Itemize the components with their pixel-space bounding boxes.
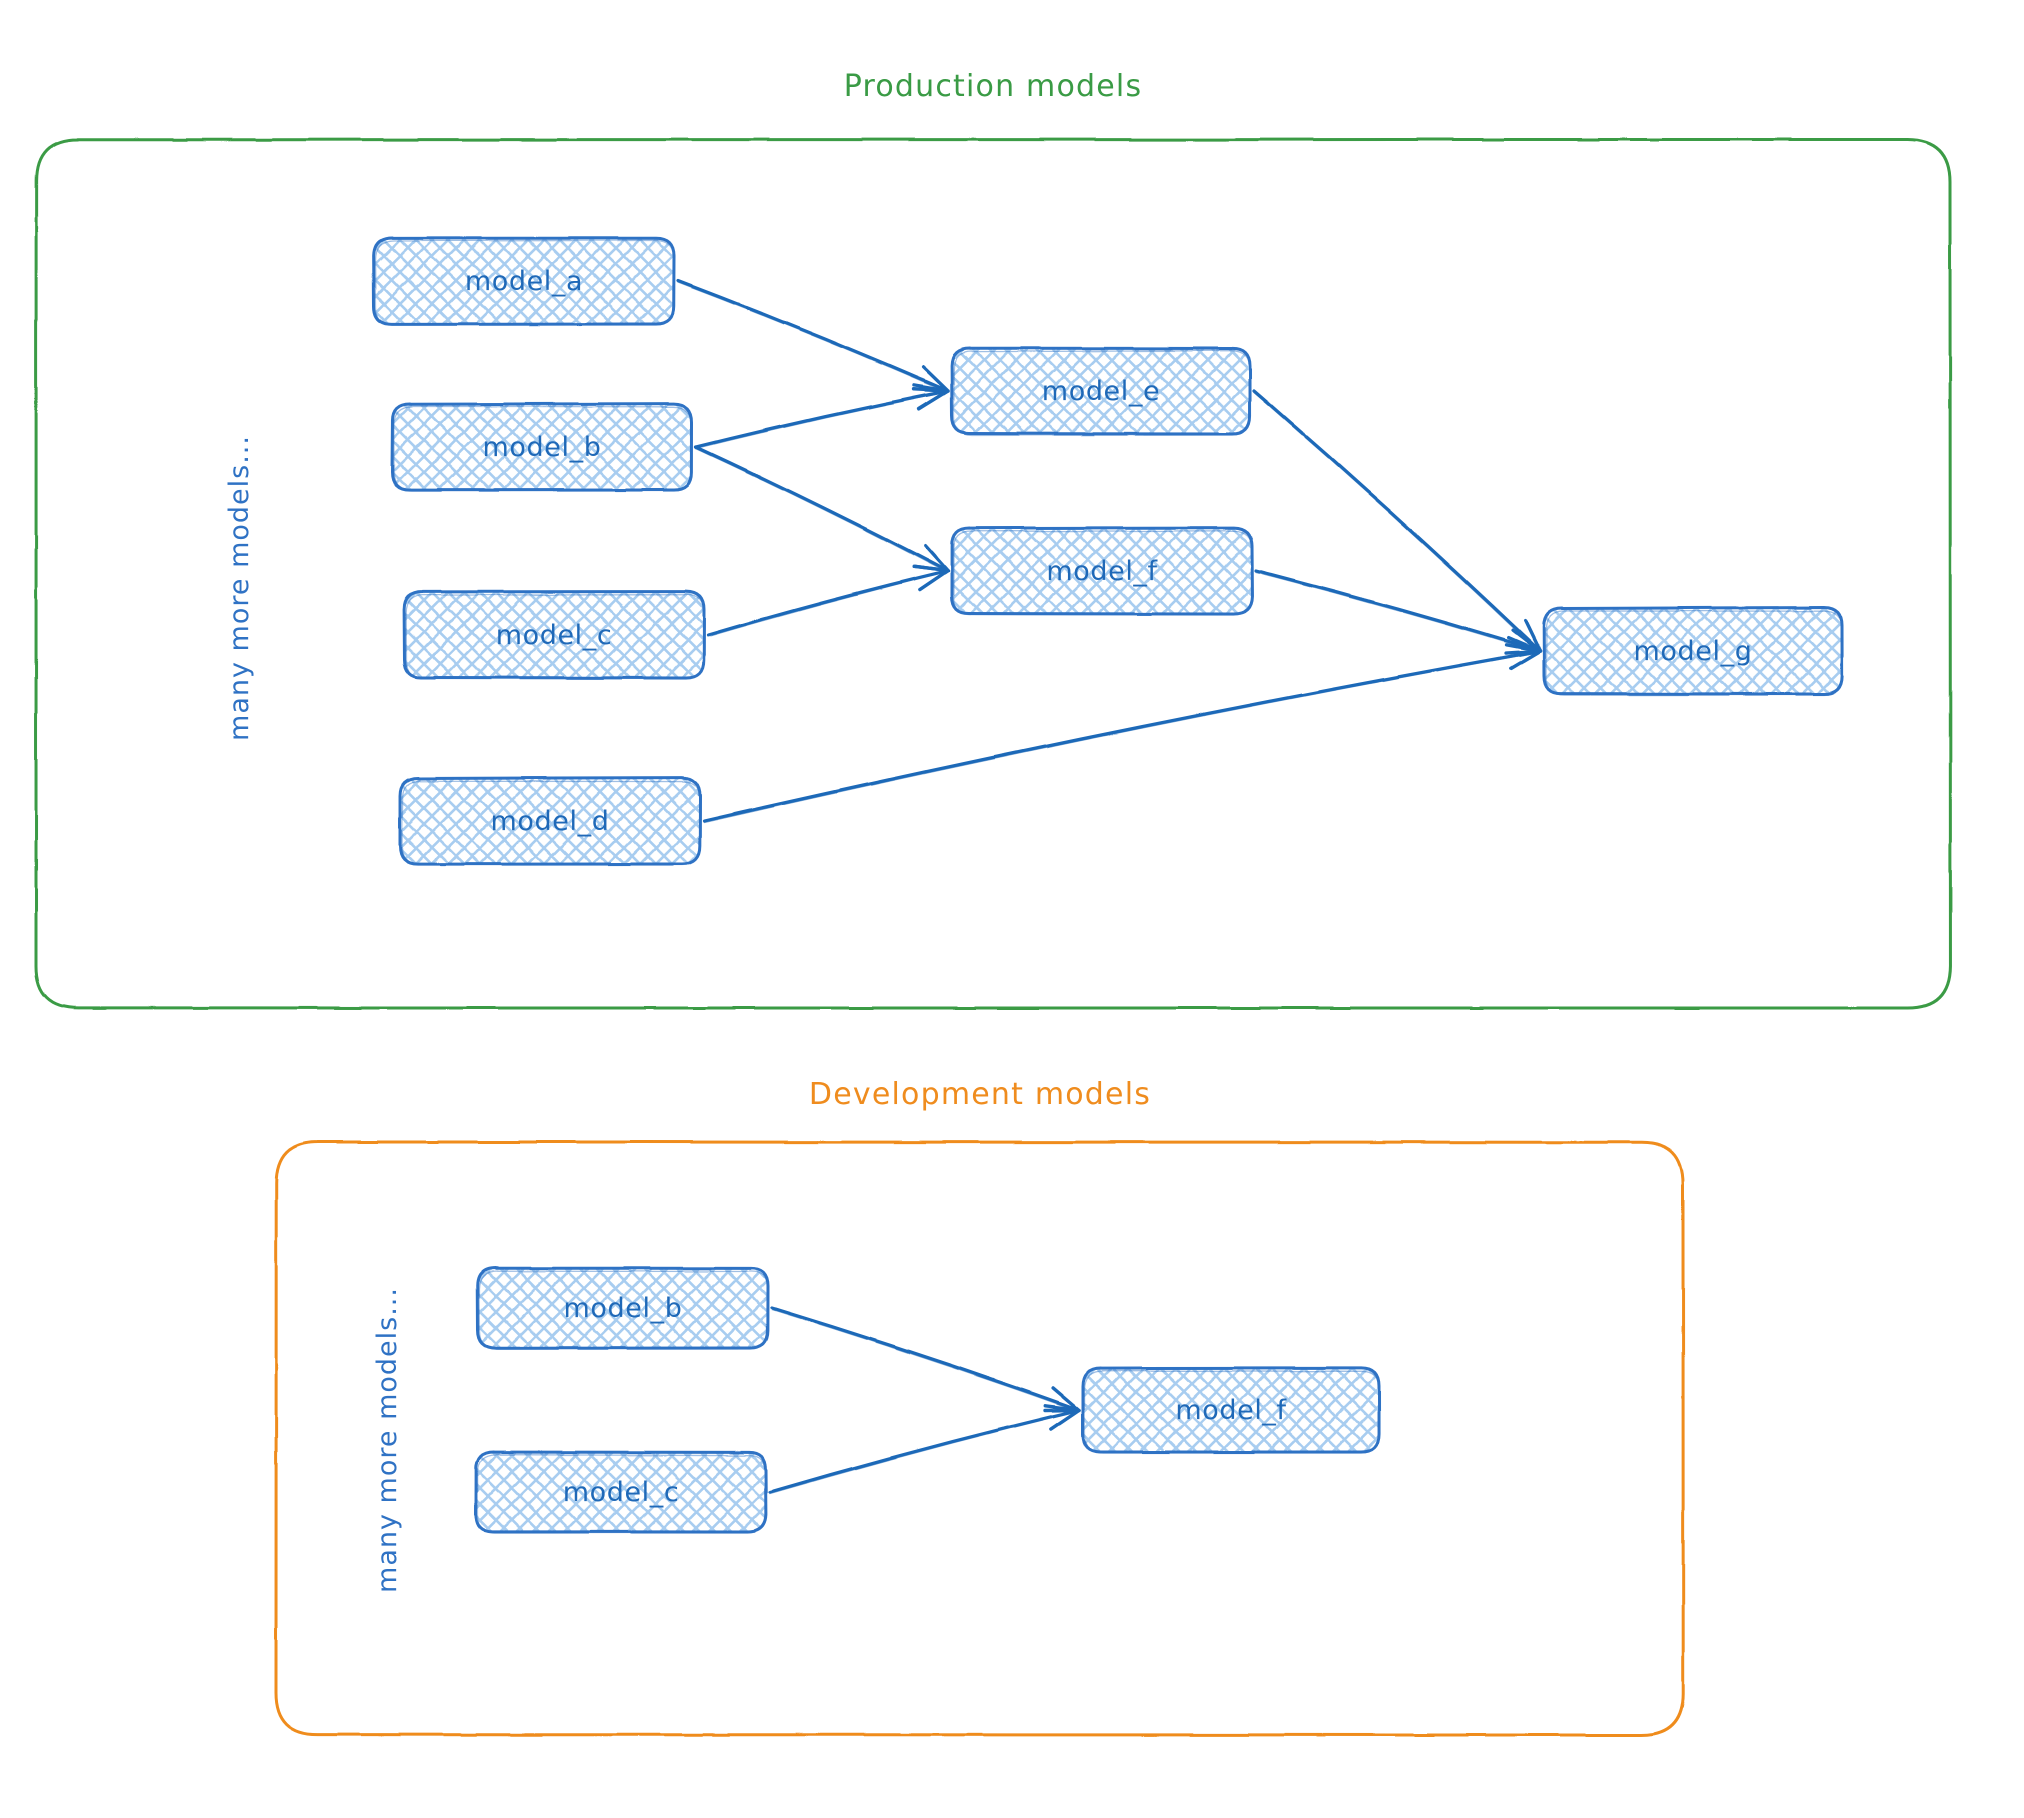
node-label-dev_model_f: model_f — [1175, 1395, 1287, 1426]
edge-layer-development — [770, 1308, 1079, 1494]
group-frame-development — [276, 1142, 1683, 1735]
node-label-model_d: model_d — [491, 806, 610, 837]
edge-line-shadow — [696, 392, 947, 448]
node-model_e[interactable]: model_e — [952, 348, 1251, 435]
node-label-model_a: model_a — [465, 266, 583, 297]
group-title-development: Development models — [809, 1077, 1151, 1112]
edge-line-shadow — [708, 572, 947, 636]
edge-line-shadow — [696, 449, 947, 573]
node-label-model_g: model_g — [1634, 636, 1753, 667]
group-production: Production models many more models... mode… — [36, 69, 1950, 1008]
edge-line-shadow — [1254, 393, 1539, 653]
side-note-production: many more models... — [224, 435, 255, 741]
group-development: Development models many more models... mod… — [276, 1077, 1683, 1735]
node-label-dev_model_b: model_b — [564, 1293, 683, 1324]
node-dev_model_b[interactable]: model_b — [478, 1268, 769, 1349]
edge-line — [704, 651, 1540, 821]
node-model_c[interactable]: model_c — [404, 592, 704, 679]
node-label-model_f: model_f — [1046, 556, 1158, 587]
node-label-model_b: model_b — [483, 432, 602, 463]
node-dev_model_f[interactable]: model_f — [1083, 1368, 1380, 1453]
group-title-production: Production models — [844, 69, 1143, 104]
side-note-development: many more models... — [372, 1287, 403, 1593]
node-model_f[interactable]: model_f — [952, 528, 1252, 615]
node-dev_model_c[interactable]: model_c — [476, 1452, 766, 1533]
edge-line-shadow — [770, 1411, 1078, 1493]
node-model_b[interactable]: model_b — [392, 404, 692, 491]
node-label-dev_model_c: model_c — [563, 1477, 680, 1508]
edge-line-shadow — [678, 283, 947, 393]
node-label-model_c: model_c — [496, 620, 613, 651]
edge-line-shadow — [772, 1310, 1078, 1412]
node-model_a[interactable]: model_a — [374, 238, 674, 325]
edge-line-shadow — [704, 652, 1539, 822]
node-model_d[interactable]: model_d — [400, 778, 700, 865]
node-model_g[interactable]: model_g — [1544, 608, 1842, 696]
node-label-model_e: model_e — [1042, 376, 1160, 407]
